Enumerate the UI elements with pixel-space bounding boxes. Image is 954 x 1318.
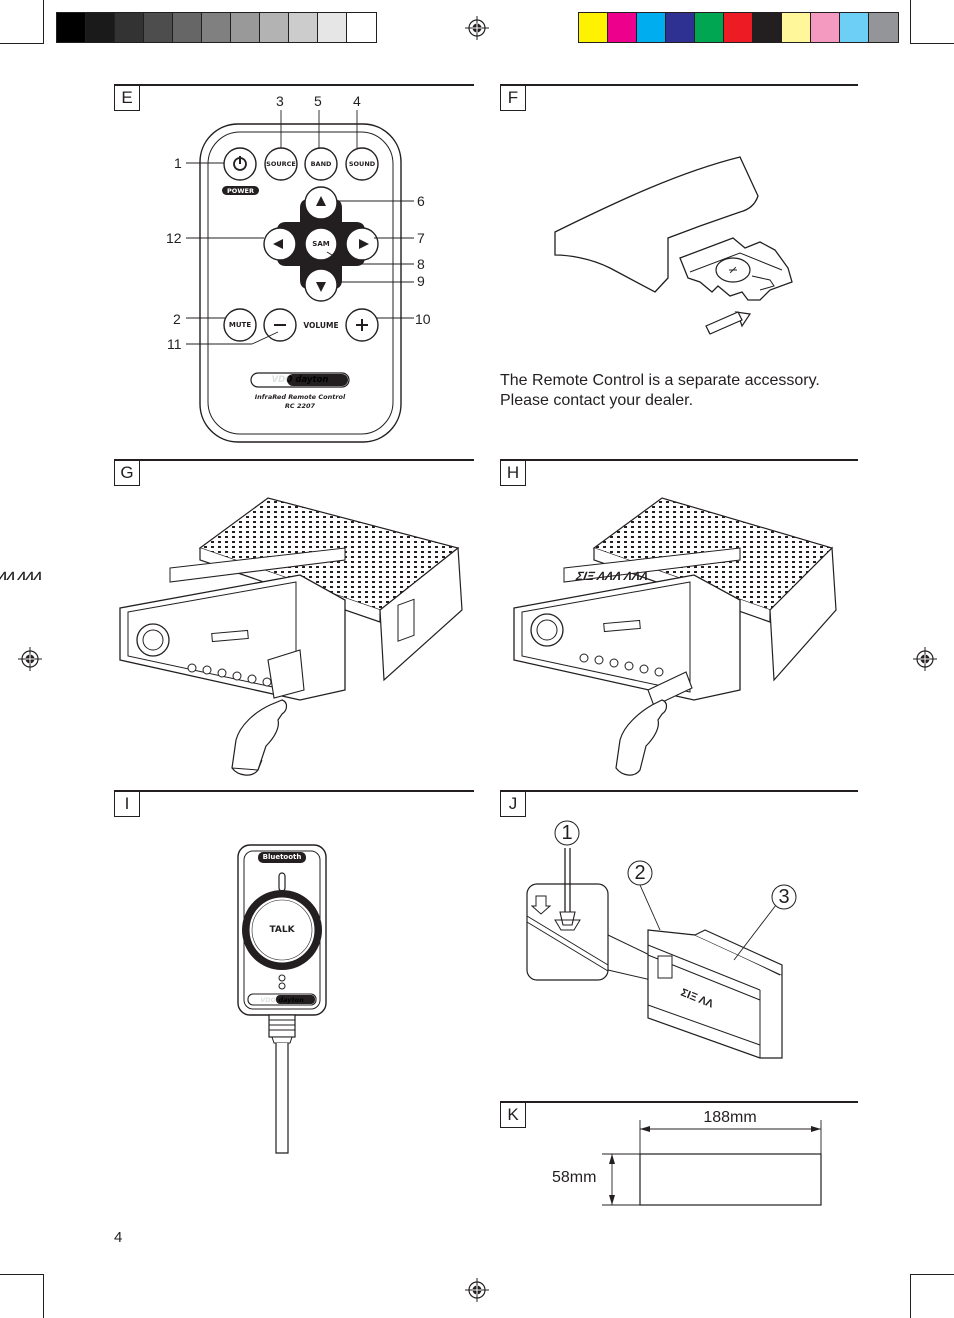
band-button: BAND [310,160,332,168]
color-swatch [839,12,870,43]
crop-mark-br-v [910,1274,911,1318]
color-swatch [723,12,754,43]
gray-swatch [143,12,174,43]
color-swatch [607,12,638,43]
crop-mark-bl-h [0,1274,44,1275]
callout-4: 4 [353,93,361,109]
section-label-i: I [114,791,140,817]
gray-swatch [288,12,319,43]
section-e-rule [114,84,474,86]
bluetooth-logo: Bluetooth [262,853,302,861]
crop-mark-tr-v [910,0,911,44]
color-swatch [694,12,725,43]
color-swatch [810,12,841,43]
section-label-f: F [500,85,526,111]
power-label: POWER [227,187,254,195]
registration-mark-top [465,16,489,40]
section-label-j: J [500,791,526,817]
talk-button: TALK [269,925,295,935]
section-label-e: E [114,85,140,111]
accessory-note-line1: The Remote Control is a separate accesso… [500,372,820,389]
page-number: 4 [114,1229,123,1246]
callout-11: 11 [167,336,182,352]
step-1-number: 1 [561,822,573,844]
callout-2: 2 [173,311,181,327]
callout-7: 7 [417,230,425,246]
crop-mark-br-h [910,1274,954,1275]
module-brand-logo: VDO dayton [260,996,304,1004]
section-k-rule [500,1101,858,1103]
volume-label: VOLUME [303,321,339,330]
sam-button: SAM [312,240,330,248]
callout-1: 1 [174,155,182,171]
width-dimension: 188mm [703,1109,757,1126]
color-swatch [665,12,696,43]
crop-mark-tl-v [43,0,44,44]
gray-swatch [346,12,377,43]
sound-button: SOUND [348,160,376,168]
gray-swatch [259,12,290,43]
section-h-rule [500,459,858,461]
gray-swatch [85,12,116,43]
color-swatch [752,12,783,43]
callout-6: 6 [417,193,425,209]
step-3-number: 3 [778,886,790,908]
mute-button: MUTE [228,321,252,329]
section-label-h: H [500,460,526,486]
accessory-note-line2: Please contact your dealer. [500,392,694,409]
gray-swatch [201,12,232,43]
callout-12: 12 [166,230,182,246]
section-label-k: K [500,1102,526,1128]
color-swatch [636,12,667,43]
callout-8: 8 [417,256,425,272]
section-j-rule [500,790,858,792]
gray-swatch [230,12,261,43]
step-2-number: 2 [634,862,646,884]
gray-swatch [172,12,203,43]
remote-brand-logo: VDO dayton [271,375,329,385]
crop-mark-bl-v [43,1274,44,1318]
section-label-g: G [114,460,140,486]
callout-5: 5 [314,93,322,109]
svg-text:ΣΙΞ ΛΛΛ ΛΛΛ: ΣΙΞ ΛΛΛ ΛΛΛ [0,569,45,583]
registration-mark-left [18,647,42,671]
remote-model-line1: InfraRed Remote Control [254,393,346,401]
color-swatch [578,12,609,43]
callout-9: 9 [417,273,425,289]
callout-3: 3 [276,93,284,109]
registration-mark-bottom [465,1278,489,1302]
gray-swatch [56,12,87,43]
remote-model-line2: RC 2207 [284,402,316,410]
gray-swatch [317,12,348,43]
gray-swatch [114,12,145,43]
crop-mark-tl-h [0,43,44,44]
svg-text:ΣΙΞ ΛΛΛ ΛΛΛ: ΣΙΞ ΛΛΛ ΛΛΛ [574,569,652,583]
callout-10: 10 [415,311,431,327]
height-dimension: 58mm [552,1169,597,1186]
source-button: SOURCE [266,160,296,168]
crop-mark-tr-h [910,43,954,44]
section-f-rule [500,84,858,86]
color-swatch [781,12,812,43]
registration-mark-right [913,647,937,671]
section-g-rule [114,459,474,461]
section-i-rule [114,790,474,792]
color-swatch [868,12,899,43]
